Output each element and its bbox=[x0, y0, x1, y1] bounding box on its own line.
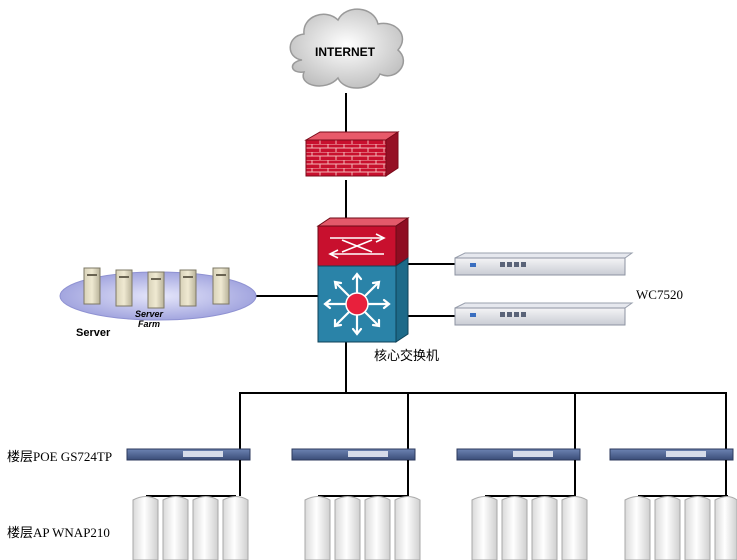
controller-group bbox=[454, 252, 634, 326]
floor-switch-group bbox=[126, 448, 734, 496]
access-point-icon bbox=[561, 496, 588, 560]
server-farm-label: Server Farm bbox=[132, 309, 166, 329]
server-tower bbox=[83, 267, 230, 309]
wireless-controller-icon bbox=[454, 302, 634, 326]
internet-cloud-icon bbox=[289, 8, 405, 89]
server-farm-icon bbox=[59, 267, 257, 321]
access-point-icon bbox=[654, 496, 681, 560]
core-switch-icon bbox=[316, 217, 410, 343]
access-point-icon bbox=[684, 496, 711, 560]
access-point-icon bbox=[334, 496, 361, 560]
core-switch-label: 核心交换机 bbox=[374, 348, 440, 363]
floor-switch-label: 楼层POE GS724TP bbox=[7, 449, 113, 464]
poe-switch-icon bbox=[456, 448, 581, 496]
access-point-icon bbox=[471, 496, 498, 560]
floor-ap-label: 楼层AP WNAP210 bbox=[7, 525, 110, 540]
access-point-icon bbox=[714, 496, 737, 560]
access-point-icon bbox=[624, 496, 651, 560]
access-point-icon bbox=[304, 496, 331, 560]
access-point-icon bbox=[501, 496, 528, 560]
server-farm-label-line1: Server bbox=[134, 309, 164, 319]
access-point-icon bbox=[222, 496, 249, 560]
firewall-icon bbox=[304, 131, 400, 177]
server-farm-label-line2: Farm bbox=[137, 319, 160, 329]
access-point-icon bbox=[394, 496, 421, 560]
internet-label: INTERNET bbox=[315, 45, 375, 59]
access-point-icon bbox=[364, 496, 391, 560]
server-label: Server bbox=[76, 327, 111, 339]
wireless-controller-icon bbox=[454, 252, 634, 276]
connection-lines bbox=[239, 93, 727, 449]
controller-label: WC7520 bbox=[636, 287, 683, 302]
access-point-icon bbox=[162, 496, 189, 560]
access-point-icon bbox=[132, 496, 159, 560]
poe-switch-icon bbox=[126, 448, 251, 496]
poe-switch-icon bbox=[609, 448, 734, 496]
access-point-icon bbox=[531, 496, 558, 560]
access-point-icon bbox=[192, 496, 219, 560]
poe-switch-icon bbox=[291, 448, 416, 496]
